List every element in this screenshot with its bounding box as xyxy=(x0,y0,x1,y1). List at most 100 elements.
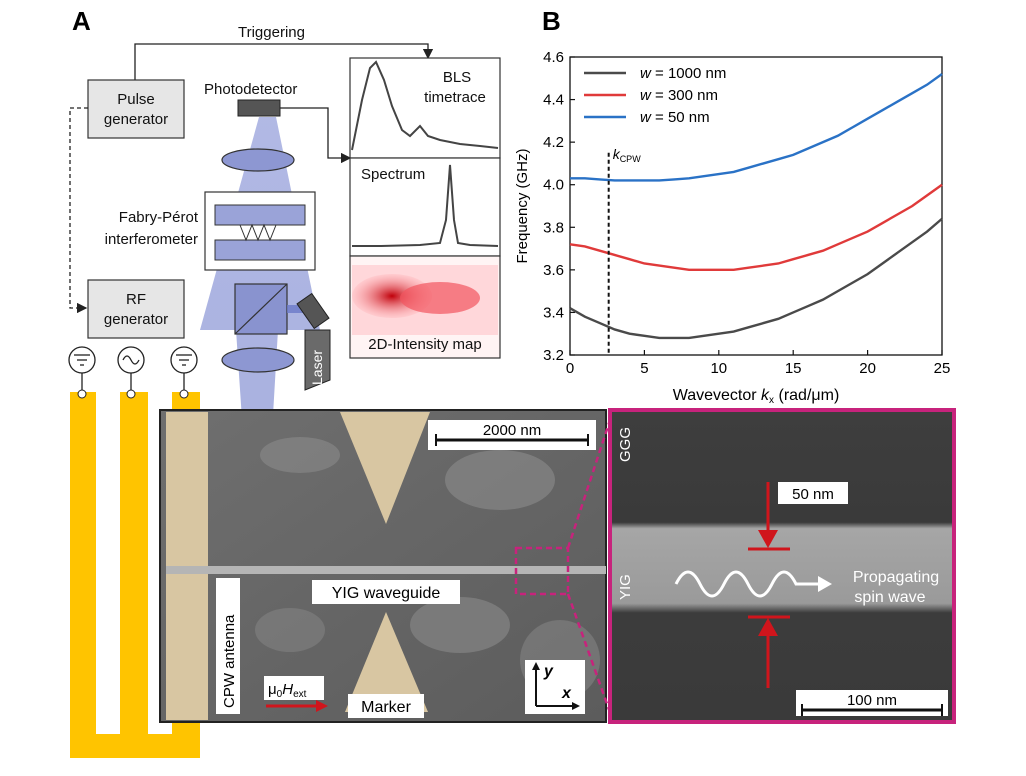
x-tick-label: 0 xyxy=(566,360,574,377)
ac-source-symbol xyxy=(117,346,145,374)
sem-patch xyxy=(445,450,555,510)
zoom-region-box xyxy=(514,546,570,596)
legend-label: w = 50 nm xyxy=(640,109,710,126)
pulse-gen-label-2: generator xyxy=(104,111,168,128)
width-arrow-top-head xyxy=(758,530,778,548)
bls-label-2: timetrace xyxy=(424,89,486,106)
bls-label-1: BLS xyxy=(443,69,471,86)
axes-glyph-y-head xyxy=(532,662,540,670)
field-arrow-head xyxy=(316,700,328,712)
spectrum-curve xyxy=(352,164,499,247)
zoom-line-bottom xyxy=(566,593,614,719)
series-line xyxy=(569,183,943,272)
spectrum-label: Spectrum xyxy=(361,166,425,183)
sem-patch xyxy=(255,608,325,652)
rf-gen-label-1: RF xyxy=(126,291,146,308)
rf-gen-label-2: generator xyxy=(104,311,168,328)
legend-label: w = 1000 nm xyxy=(640,65,726,82)
x-tick-label: 25 xyxy=(934,360,951,377)
legend-label: w = 300 nm xyxy=(640,87,718,104)
propagating-label-2: spin wave xyxy=(854,589,925,606)
triggering-wire xyxy=(134,43,434,80)
lens-top xyxy=(221,148,295,172)
scalebar-2000-label: 2000 nm xyxy=(483,422,541,439)
lens-bottom xyxy=(221,347,295,373)
contact-center xyxy=(126,389,136,399)
axis-y-label: y xyxy=(543,663,554,680)
y-tick-label: 3.6 xyxy=(543,262,564,279)
spin-wave-sine xyxy=(674,570,818,598)
y-tick-label: 3.8 xyxy=(543,219,564,236)
sem-waveguide xyxy=(166,566,606,574)
kcpw-label: kCPW xyxy=(613,146,642,164)
yig-waveguide-label: YIG waveguide xyxy=(332,585,441,602)
yig-waveguide-label-box xyxy=(312,580,460,604)
y-tick-label: 4.2 xyxy=(543,134,564,151)
fp-plate-top xyxy=(214,204,306,226)
ground-symbol-left xyxy=(68,346,96,374)
axis-x-label: x xyxy=(561,685,572,702)
contact-left xyxy=(77,389,87,399)
scalebar-100-box xyxy=(796,690,948,716)
intensity-map-tail xyxy=(400,282,480,314)
detector-wire xyxy=(280,107,352,164)
intensity-map-label: 2D-Intensity map xyxy=(368,336,481,353)
axes-glyph-lines xyxy=(535,668,574,707)
sem-patch xyxy=(260,437,340,473)
photodetector-box xyxy=(237,99,281,117)
chart-y-label: Frequency (GHz) xyxy=(514,148,531,263)
chart-legend: w = 1000 nm w = 300 nm w = 50 nm xyxy=(584,65,726,126)
propagating-label-1: Propagating xyxy=(853,569,939,586)
yig-label: YIG xyxy=(617,574,634,600)
panel-b-letter: B xyxy=(542,6,561,36)
sem-patch xyxy=(410,597,510,653)
panel-a-letter: A xyxy=(72,6,91,36)
sync-dashed-wire xyxy=(69,107,88,314)
chart-plot-area xyxy=(569,56,943,356)
laser-label: Laser xyxy=(309,350,325,385)
laser-input-beam xyxy=(287,305,313,313)
x-tick-label: 20 xyxy=(859,360,876,377)
zoom-inset: GGG YIG 50 nm Propagating spin wave 100 … xyxy=(608,408,956,724)
beam-splitter-diagonal xyxy=(234,283,288,335)
chart-kcpw: kCPW xyxy=(607,146,642,355)
y-tick-label: 4.6 xyxy=(543,49,564,66)
cpw-antenna-label-box xyxy=(216,578,240,714)
x-tick-label: 5 xyxy=(640,360,648,377)
pulse-gen-label-1: Pulse xyxy=(117,91,155,108)
sem-image: 2000 nm YIG waveguide CPW antenna μ0Hext… xyxy=(159,409,614,723)
y-tick-label: 3.2 xyxy=(543,347,564,364)
field-label: μ0Hext xyxy=(268,681,307,700)
field-label-box xyxy=(264,676,324,700)
fp-label-2: interferometer xyxy=(105,231,198,248)
bls-timetrace-panel xyxy=(349,57,501,159)
scalebar-2000-box xyxy=(428,420,596,450)
ground-symbol-right xyxy=(170,346,198,374)
chart-lines xyxy=(569,73,943,340)
fp-plate-bottom xyxy=(214,239,306,261)
series-line xyxy=(569,217,943,340)
ggg-label: GGG xyxy=(617,427,634,462)
panel-a: A Triggering Pulse generator RF generato… xyxy=(68,6,501,758)
pulse-generator-box xyxy=(87,79,185,139)
marker-label: Marker xyxy=(361,699,411,716)
chart-x-label: Wavevector kx (rad/μm) xyxy=(673,387,840,406)
y-tick-label: 4.0 xyxy=(543,177,564,194)
sem-marker-bottom xyxy=(345,612,428,712)
x-tick-label: 15 xyxy=(785,360,802,377)
mirror xyxy=(296,292,330,330)
cpw-antenna-label: CPW antenna xyxy=(221,614,238,708)
laser-body xyxy=(304,329,331,391)
inset-frame xyxy=(608,408,956,724)
axes-glyph-x-head xyxy=(572,702,580,710)
cpw-antenna-yellow xyxy=(70,392,200,758)
zoom-line-top xyxy=(566,413,614,549)
sem-marker-top xyxy=(340,412,430,524)
bls-timetrace-curve xyxy=(351,60,499,151)
fp-cavity-zigzag xyxy=(239,223,277,242)
x-tick-label: 10 xyxy=(710,360,727,377)
contact-right xyxy=(179,389,189,399)
width-label-box xyxy=(778,482,848,504)
